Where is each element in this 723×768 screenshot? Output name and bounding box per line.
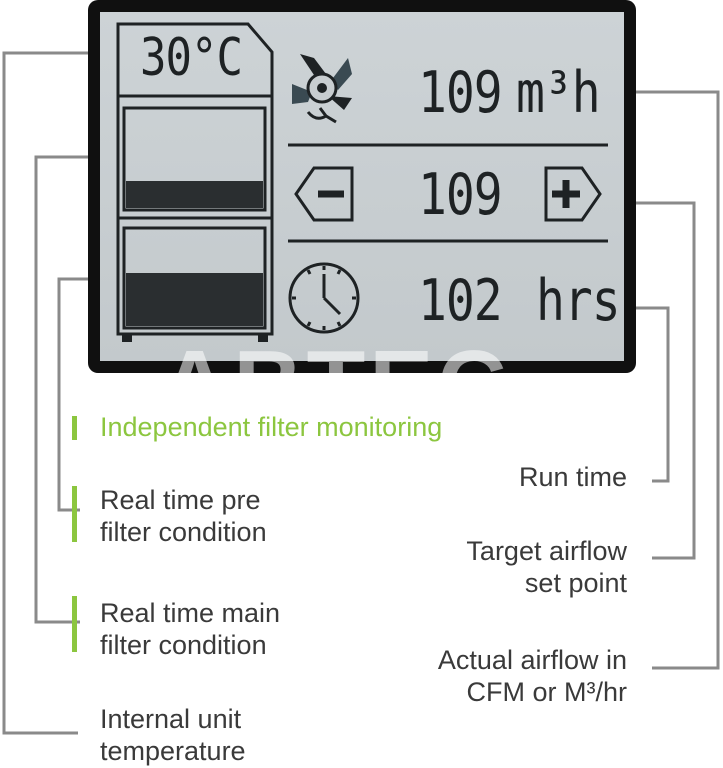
lcd-graphics: [116, 22, 608, 342]
pre-filter-level: [126, 181, 263, 208]
main-filter-label-line2: filter condition: [100, 630, 267, 660]
temperature-label-line2: temperature: [100, 736, 246, 766]
leader-temperature: [2, 51, 120, 735]
target-airflow-label-line2: set point: [524, 568, 627, 598]
lcd-screen: 30°C 109 m³h 109 102 hrs: [100, 12, 624, 361]
watermark: ABTEC: [160, 331, 511, 438]
accent-bar-heading: [72, 416, 77, 440]
cabinet-outline: [116, 22, 274, 336]
temperature-label-line1: Internal unit: [100, 704, 242, 734]
main-filter-label-line1: Real time main: [100, 598, 281, 628]
pre-filter-label-line1: Real time pre: [100, 485, 261, 515]
cabinet-foot-left: [122, 334, 132, 342]
cabinet-foot-right: [258, 334, 268, 342]
actual-airflow-label-line1: Actual airflow in: [437, 645, 627, 675]
minus-icon: [294, 166, 354, 222]
main-filter-level: [126, 273, 263, 326]
leader-main-filter: [34, 155, 92, 624]
target-airflow-label-line1: Target airflow: [466, 536, 627, 566]
pre-filter-label-line2: filter condition: [100, 517, 267, 547]
airflow-unit: m³h: [516, 60, 601, 127]
clock-icon: [288, 262, 360, 334]
main-filter-box: [122, 226, 267, 330]
plus-icon: [544, 166, 602, 222]
runtime-value: 102: [418, 268, 503, 335]
accent-bar-main-filter: [72, 596, 77, 652]
filter-monitoring-heading: Independent filter monitoring: [100, 412, 443, 442]
pre-filter-box: [122, 106, 267, 212]
temperature-readout: 30°C: [140, 28, 243, 89]
setpoint-value: 109: [418, 162, 503, 229]
leader-pre-filter: [57, 277, 92, 512]
run-time-label: Run time: [518, 462, 627, 492]
leader-run-time: [636, 306, 670, 483]
accent-bar-pre-filter: [72, 486, 77, 542]
actual-airflow-label-line2: CFM or M³/hr: [466, 677, 627, 707]
runtime-unit: hrs: [536, 268, 621, 335]
airflow-value: 109: [418, 60, 503, 127]
leader-actual-airflow: [636, 90, 720, 670]
fan-icon: [292, 54, 352, 124]
leader-target-airflow: [636, 201, 696, 560]
